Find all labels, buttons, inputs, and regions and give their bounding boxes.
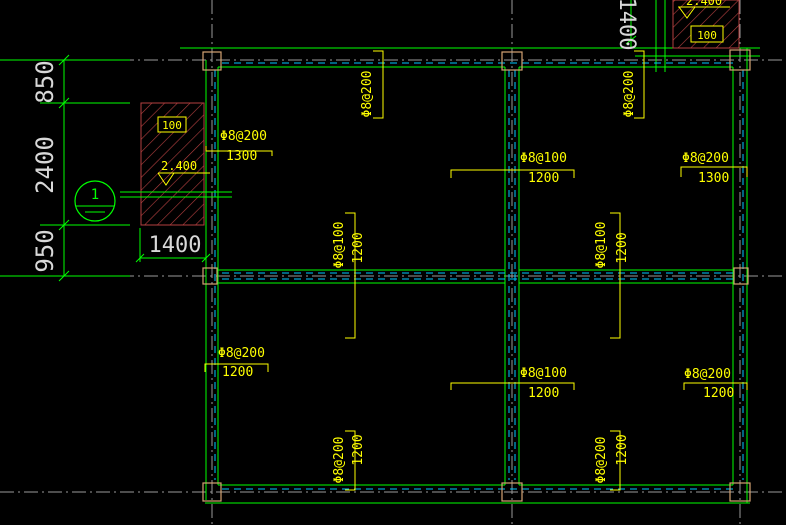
rebar-label-lower-center-len: 1200 [528, 386, 559, 401]
hidden-lines [214, 62, 744, 490]
top-dimension-1400 [625, 0, 637, 48]
left-dimension-chain [0, 54, 232, 282]
column-square [733, 267, 749, 285]
circle-axis-marker-icon [74, 180, 116, 222]
dimension-950: 950 [31, 229, 59, 272]
opening-left: 100 2.400 [140, 102, 210, 226]
rebar-label-top-left-vertical: Φ8@200 [360, 71, 375, 118]
column-square [729, 482, 751, 502]
dimension-2400: 2400 [31, 136, 59, 194]
rebar-label-bottom-left-vertical-len: 1200 [351, 434, 366, 465]
column-square [202, 482, 222, 502]
opening-top-right-tag-box [690, 25, 724, 43]
rebar-label-bottom-right-vertical-spec: Φ8@200 [594, 437, 609, 484]
column-square [501, 51, 523, 71]
dimension-850: 850 [31, 60, 59, 103]
opening-left-tag: 100 [162, 119, 182, 132]
rebar-label-lower-left-spec: Φ8@200 [218, 346, 265, 361]
column-square [729, 49, 751, 71]
axis-bubble: 1 [74, 180, 116, 222]
rebar-label-lower-right-spec: Φ8@200 [684, 367, 731, 382]
opening-left-elevation: 2.400 [161, 159, 197, 173]
rebar-label-upper-left-len: 1300 [226, 149, 257, 164]
rebar-label-upper-left-spec: Φ8@200 [220, 129, 267, 144]
rebar-label-mid-left-len: 1200 [351, 232, 366, 263]
dimension-1400-top: 1400 [614, 0, 639, 50]
rebar-annotations: Φ8@200 Φ8@200 Φ8@200 1300 Φ8@100 1200 Φ8… [218, 71, 734, 484]
rebar-label-upper-center-len: 1200 [528, 171, 559, 186]
rebar-label-lower-center-spec: Φ8@100 [520, 366, 567, 381]
opening-top-right-elevation: 2.400 [686, 0, 722, 8]
rebar-label-mid-left-spec: Φ8@100 [332, 222, 347, 269]
rebar-label-bottom-right-vertical-len: 1200 [615, 434, 630, 465]
rebar-label-lower-left-len: 1200 [222, 365, 253, 380]
opening-width-dimension [135, 228, 211, 263]
rebar-label-mid-right-len: 1200 [615, 232, 630, 263]
rebar-label-mid-right-spec: Φ8@100 [594, 222, 609, 269]
dimension-1400-bottom: 1400 [149, 233, 202, 258]
column-square [501, 482, 523, 502]
rebar-label-bottom-left-vertical-spec: Φ8@200 [332, 437, 347, 484]
rebar-label-upper-right-spec: Φ8@200 [682, 151, 729, 166]
rebar-label-lower-right-len: 1200 [703, 386, 734, 401]
opening-left-tag-box [157, 116, 187, 133]
rebar-label-top-right-vertical: Φ8@200 [622, 71, 637, 118]
columns [202, 49, 751, 502]
rebar-label-upper-center-spec: Φ8@100 [520, 151, 567, 166]
column-square [202, 51, 222, 71]
column-square [202, 267, 218, 285]
rebar-label-upper-right-len: 1300 [698, 171, 729, 186]
axis-bubble-label: 1 [91, 187, 99, 203]
rebar-lines [204, 50, 748, 491]
opening-top-right-tag: 100 [697, 29, 717, 42]
beam-outlines [180, 0, 760, 504]
opening-top-right: 100 2.400 [672, 0, 740, 49]
